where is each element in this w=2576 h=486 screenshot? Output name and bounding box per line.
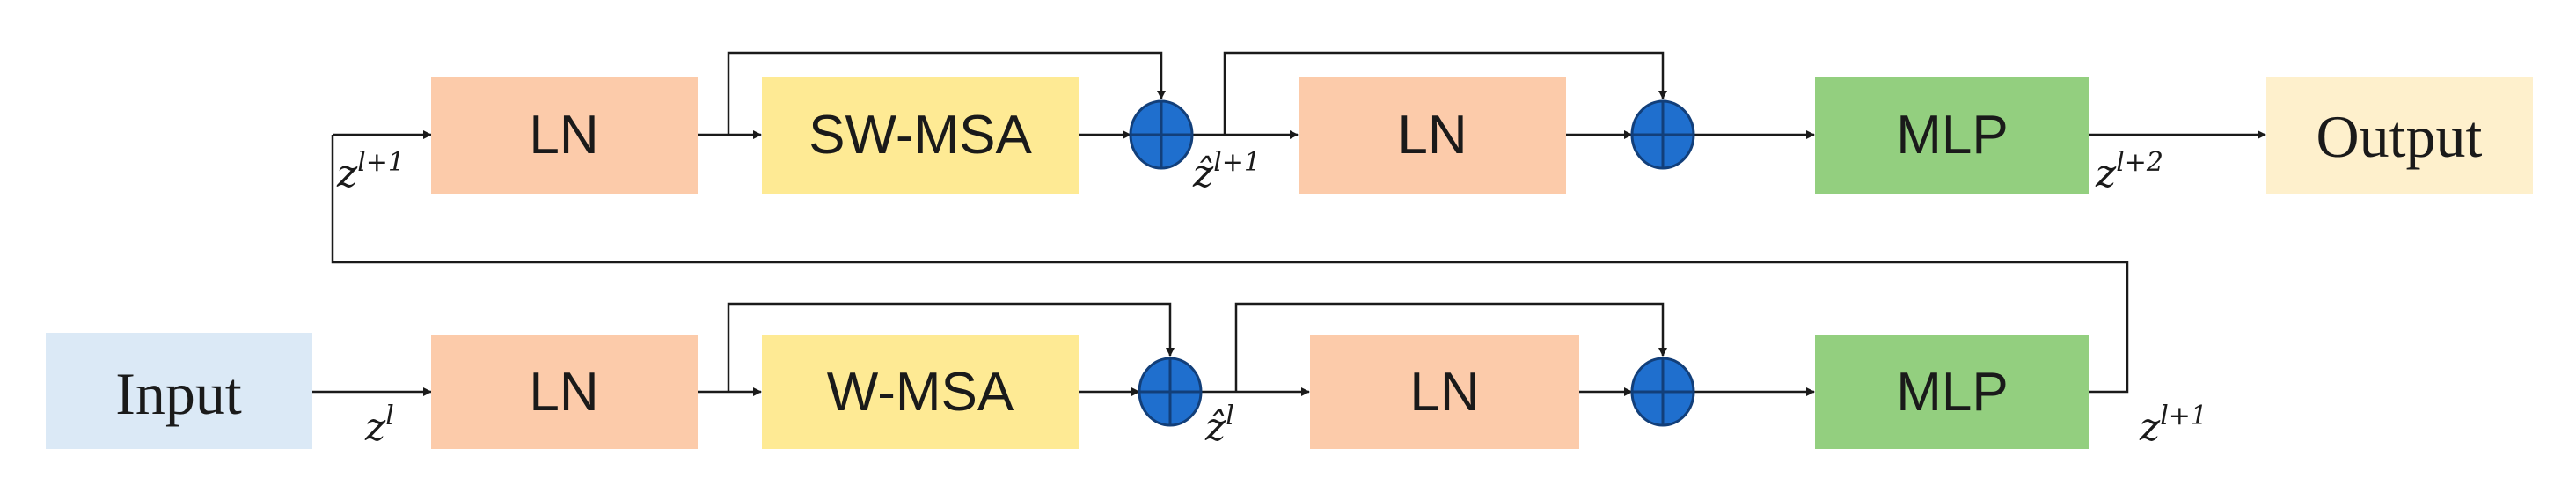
bottom-var-mid: ẑl <box>1204 401 1234 450</box>
bottom-ln1-block: LN <box>431 335 698 449</box>
bottom-ln2-label: LN <box>1409 362 1479 423</box>
output-block: Output <box>2266 77 2533 194</box>
bottom-adder-2 <box>1630 357 1695 427</box>
bottom-mlp-block: MLP <box>1815 335 2089 449</box>
top-residual-1 <box>727 51 1166 135</box>
top-msa-block: SW-MSA <box>762 77 1079 194</box>
top-row: LN SW-MSA LN MLP Output zl+1 <box>333 51 2533 196</box>
top-ln2-block: LN <box>1299 77 1566 194</box>
top-row-connections <box>333 51 2266 139</box>
bottom-var-in: zl <box>364 401 394 450</box>
top-mlp-label: MLP <box>1896 105 2008 166</box>
input-label: Input <box>115 360 242 427</box>
bottom-residual-2 <box>1234 302 1667 392</box>
top-var-out: zl+2 <box>2095 147 2163 196</box>
bottom-mlp-label: MLP <box>1896 362 2008 423</box>
top-adder-1 <box>1129 99 1194 170</box>
output-label: Output <box>2316 103 2483 170</box>
input-block: Input <box>46 333 312 449</box>
top-msa-label: SW-MSA <box>809 105 1032 166</box>
top-var-in: zl+1 <box>336 147 405 196</box>
bottom-adder-1 <box>1138 357 1203 427</box>
feedback-connection <box>331 135 2129 394</box>
bottom-row: Input LN W-MSA LN MLP zl ẑl <box>46 302 2207 450</box>
top-ln1-block: LN <box>431 77 698 194</box>
top-mlp-block: MLP <box>1815 77 2089 194</box>
bottom-row-connections <box>312 302 1815 396</box>
top-residual-2 <box>1223 51 1667 135</box>
bottom-var-out: zl+1 <box>2139 401 2207 450</box>
bottom-msa-block: W-MSA <box>762 335 1079 449</box>
top-adder-2 <box>1630 99 1695 170</box>
bottom-ln2-block: LN <box>1310 335 1579 449</box>
top-ln1-label: LN <box>529 105 598 166</box>
top-var-mid: ẑl+1 <box>1192 147 1261 196</box>
bottom-residual-1 <box>727 302 1175 392</box>
top-ln2-label: LN <box>1397 105 1467 166</box>
bottom-msa-label: W-MSA <box>827 362 1014 423</box>
bottom-ln1-label: LN <box>529 362 598 423</box>
